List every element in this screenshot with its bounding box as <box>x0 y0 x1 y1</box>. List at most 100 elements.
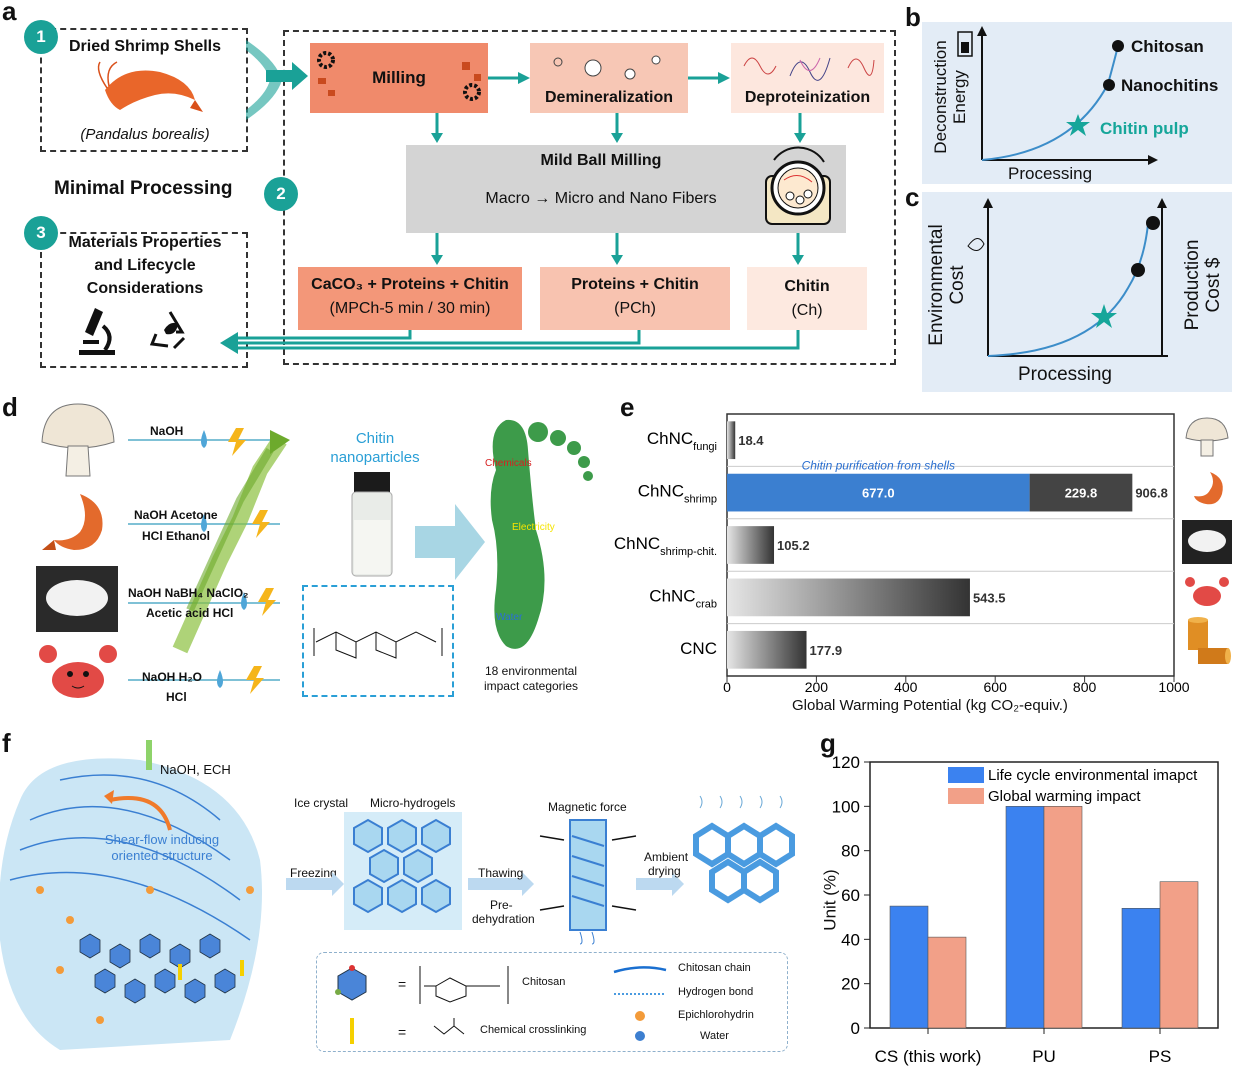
chemicals-label: Chemicals <box>485 458 532 469</box>
bar <box>727 630 807 669</box>
chemical-lines <box>128 428 290 694</box>
panel-letter-b: b <box>905 2 921 32</box>
panel-b-bg <box>922 22 1232 184</box>
microscope-icon <box>79 308 115 355</box>
reagent-label: NaOH, ECH <box>160 762 231 777</box>
deproteinization-box: Deproteinization <box>731 43 884 113</box>
ice-crystal-label: Ice crystal <box>294 796 349 810</box>
deproteinization-label: Deproteinization <box>744 89 871 106</box>
value-label: 906.8 <box>1135 486 1168 501</box>
tick-label: 800 <box>1073 679 1097 695</box>
shrimp-small-icon <box>1194 472 1223 505</box>
legend-swatch-1 <box>948 767 984 783</box>
input-arrow <box>246 40 308 120</box>
reagents-4a: NaOH H₂O <box>142 670 203 684</box>
value-label: 543.5 <box>973 590 1006 605</box>
bar <box>727 578 970 617</box>
chitosan-structure <box>419 966 509 1004</box>
legend-crosslink: Chemical crosslinking <box>480 1024 587 1036</box>
shrimp-title: Dried Shrimp Shells <box>68 38 222 55</box>
categories-line2: impact categories <box>483 679 579 693</box>
dried-aerogel <box>693 795 795 904</box>
eq-1: = <box>398 976 407 992</box>
crab-icon <box>39 645 117 698</box>
category-label: CNC <box>680 639 717 658</box>
legend-hbond: Hydrogen bond <box>678 986 754 998</box>
ball-milling-subtitle: Macro → Micro and Nano Fibers <box>485 190 717 207</box>
bar-series-2 <box>1043 806 1083 1029</box>
protein-icon <box>743 57 875 81</box>
segment-label: 677.0 <box>862 486 895 501</box>
tick-label: 80 <box>841 842 860 861</box>
output-2-line1: Proteins + Chitin <box>571 276 699 293</box>
output-box-1 <box>298 267 522 330</box>
categories-line1: 18 environmental <box>484 664 578 678</box>
tick-label: 60 <box>841 886 860 905</box>
tick-label: 600 <box>984 679 1008 695</box>
magnetic-force-label: Magnetic force <box>548 800 627 814</box>
bar-series-1 <box>1005 806 1045 1029</box>
tick-label: 1000 <box>1158 679 1189 695</box>
panel-c-chart <box>967 198 1168 357</box>
shrimp-icon <box>97 61 203 112</box>
chitosan-label: Chitosan <box>1131 37 1204 56</box>
chitin-pulp-label: Chitin pulp <box>1100 119 1189 138</box>
bar-series-1 <box>889 905 929 1029</box>
output-1-line2: (MPCh-5 min / 30 min) <box>329 300 491 317</box>
legend-ech: Epichlorohydrin <box>678 1009 754 1021</box>
tick-label: 0 <box>723 679 731 695</box>
gear-icon <box>317 51 335 96</box>
legend-label-1: Life cycle environmental imapct <box>988 767 1198 784</box>
panel-letter-c: c <box>905 182 920 212</box>
materials-box <box>40 232 248 368</box>
value-label: 105.2 <box>777 538 810 553</box>
crosslink-structure <box>433 1018 465 1035</box>
category-label: ChNCshrimp-chit. <box>614 534 717 558</box>
micro-hydrogels-label: Micro-hydrogels <box>370 796 456 810</box>
panel-c-bg <box>922 192 1232 392</box>
mushroom-icon <box>41 403 115 477</box>
nanoparticles-line2: nanoparticles <box>330 449 420 466</box>
segment-label: 229.8 <box>1065 486 1098 501</box>
predehydration-line2: dehydration <box>472 912 535 926</box>
category-label: PS <box>1149 1047 1172 1066</box>
reagents-2b: HCl Ethanol <box>142 529 210 543</box>
predehydration-line1: Pre- <box>490 898 513 912</box>
output-3-line1: Chitin <box>784 278 830 295</box>
reagents-1: NaOH <box>150 424 184 438</box>
ball-milling-title: Mild Ball Milling <box>540 152 662 169</box>
vial-icon <box>351 472 393 577</box>
recycle-icon <box>149 311 186 350</box>
output-box-2 <box>540 267 730 330</box>
panel-g-ylabel: Unit (%) <box>806 869 866 930</box>
tick-label: 120 <box>832 753 860 772</box>
chitin-structure <box>313 628 443 659</box>
category-label: ChNCfungi <box>647 429 717 453</box>
value-label: 18.4 <box>738 433 764 448</box>
tick-label: 200 <box>805 679 829 695</box>
step-3-badge: 3 <box>24 216 58 250</box>
tick-label: 20 <box>841 975 860 994</box>
value-label: 177.9 <box>810 643 843 658</box>
panel-e-xlabel: Global Warming Potential (kg CO₂-equiv.) <box>792 697 1068 714</box>
output-1-line1: CaCO₃ + Proteins + Chitin <box>311 276 509 293</box>
category-label: ChNCcrab <box>649 586 717 610</box>
materials-line3: Considerations <box>86 280 204 297</box>
hexagon-icon <box>335 965 367 1001</box>
panel-letter-a: a <box>2 0 17 26</box>
compressed-gel <box>539 819 637 945</box>
down-arrows-1 <box>431 113 806 143</box>
panel-b-xlabel: Processing <box>1008 164 1093 183</box>
milling-label: Milling <box>372 68 426 87</box>
milling-box: Milling <box>310 43 488 113</box>
freezing-label: Freezing <box>290 866 337 880</box>
bar-series-1 <box>1121 908 1161 1029</box>
powder-small-image <box>1182 520 1232 564</box>
category-label: CS (this work) <box>875 1047 982 1066</box>
tick-label: 100 <box>832 797 860 816</box>
materials-line1: Materials Properties <box>68 234 222 251</box>
shrimp-d-icon <box>42 494 103 550</box>
minimal-processing-label: Minimal Processing <box>54 178 233 199</box>
category-label: PU <box>1032 1047 1056 1066</box>
